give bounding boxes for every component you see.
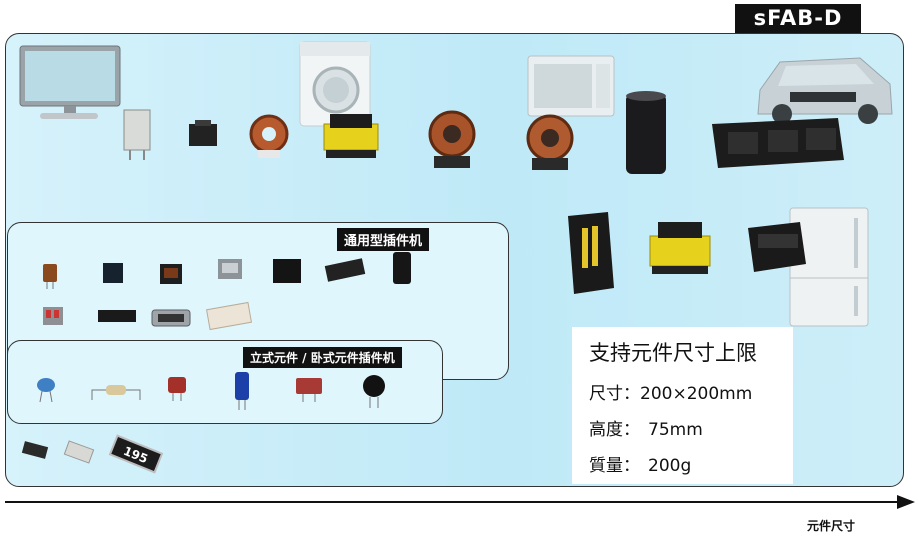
common-mode-choke-image	[526, 114, 574, 170]
transformer-image	[218, 259, 242, 279]
weight-label: 質量：	[589, 456, 640, 476]
height-label: 高度：	[589, 420, 640, 440]
switch-image	[43, 307, 63, 325]
size-axis-arrowhead	[897, 495, 915, 509]
washing-machine-image	[299, 41, 371, 127]
general-insertion-tag: 通用型插件机	[337, 228, 430, 251]
film-capacitor-image	[168, 377, 186, 401]
transformer-image	[649, 222, 711, 274]
pin-header-image	[568, 212, 614, 294]
film-capacitor-image	[296, 378, 322, 402]
microwave-image	[527, 55, 615, 117]
varistor-image	[363, 375, 385, 408]
chip-resistor-image: 195	[108, 434, 164, 474]
axial-resistor-image	[91, 385, 141, 400]
inductor-image	[43, 264, 57, 289]
toroidal-coil-image	[249, 114, 289, 158]
product-badge: sFAB-D	[735, 4, 861, 33]
chip-inductor-image	[21, 441, 49, 459]
chip-capacitor-image	[63, 440, 95, 464]
pin-header-image	[98, 310, 136, 322]
transformer-image	[323, 114, 379, 158]
connector-image	[712, 118, 844, 168]
ic-package-image	[103, 263, 123, 283]
choke-coil-image	[189, 120, 217, 146]
car-image	[757, 57, 893, 124]
relay-image	[273, 259, 301, 283]
power-resistor-image	[123, 109, 151, 160]
electrolytic-capacitor-image	[393, 252, 411, 284]
d-sub-connector-image	[151, 309, 191, 327]
monitor-image	[19, 45, 121, 119]
max-component-size-box: 支持元件尺寸上限 尺寸：200×200mm 高度： 75mm 質量： 200g	[572, 327, 793, 484]
electrolytic-capacitor-image	[235, 372, 249, 410]
size-label: 尺寸：	[589, 384, 640, 404]
ceramic-capacitor-image	[37, 378, 55, 403]
max-size-title: 支持元件尺寸上限	[589, 341, 757, 365]
choke-coil-image	[160, 264, 182, 284]
radial-axial-insertion-tag: 立式元件 / 卧式元件插件机	[243, 347, 402, 368]
size-axis-label: 元件尺寸	[807, 519, 856, 533]
weight-value: 200g	[648, 456, 692, 476]
terminal-block-image	[206, 301, 252, 331]
dip-ic-image	[324, 258, 366, 282]
connector-image	[748, 222, 806, 272]
size-axis-line	[5, 501, 900, 503]
electrolytic-capacitor-image	[626, 91, 666, 174]
size-value: 200×200mm	[640, 384, 753, 404]
common-mode-choke-image	[428, 110, 476, 168]
height-value: 75mm	[648, 420, 703, 440]
refrigerator-image	[789, 207, 869, 327]
